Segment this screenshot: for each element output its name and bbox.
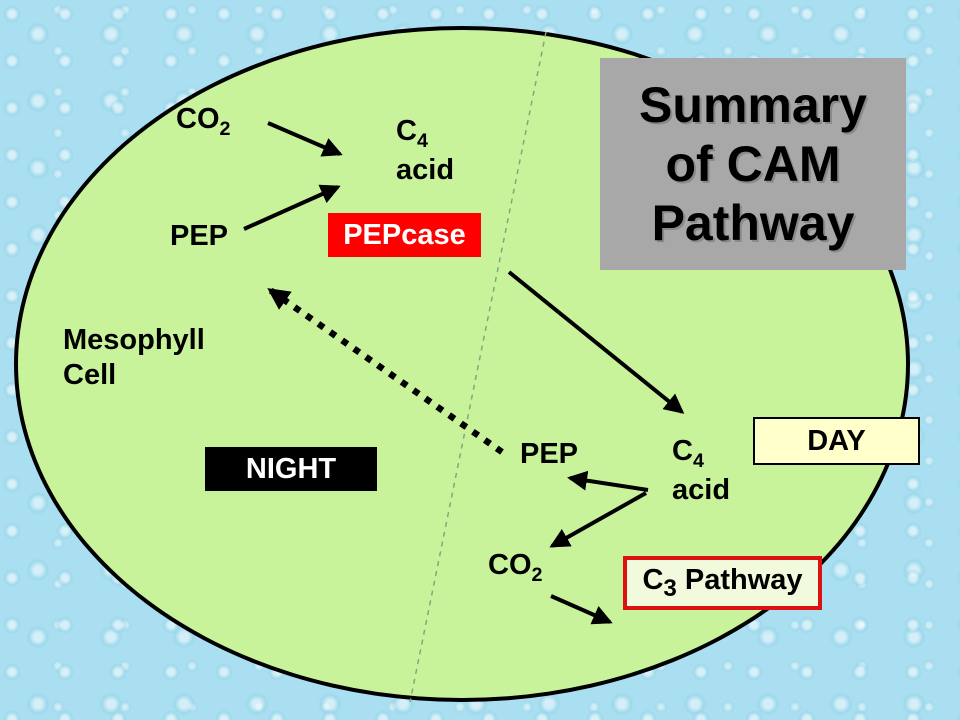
pep-label-day: PEP xyxy=(520,438,579,470)
day-phase-box: DAY xyxy=(753,417,920,465)
arrow-divider-to-c4acid-day xyxy=(507,270,685,414)
arrow-co2-to-c3pathway xyxy=(550,594,613,625)
co2-label-day: CO2 xyxy=(488,549,543,586)
slide-title-line-2: of CAM xyxy=(665,135,841,192)
c3-pathway-box: C3 Pathway xyxy=(623,556,822,610)
slide-title-box: Summary of CAM Pathway xyxy=(600,58,906,270)
night-day-divider-line xyxy=(409,31,547,703)
arrow-pep-to-c4acid-night xyxy=(243,184,341,231)
arrow-c4acid-to-pep-day xyxy=(567,470,649,492)
slide-title-line-1: Summary xyxy=(639,76,867,133)
pepcase-enzyme-box: PEPcase xyxy=(328,213,481,257)
mesophyll-cell-label: Mesophyll Cell xyxy=(63,324,205,392)
co2-label-night: CO2 xyxy=(176,103,231,140)
c4-acid-label-night: C4 acid xyxy=(396,115,455,186)
pep-label-night: PEP xyxy=(170,220,229,252)
c4-acid-label-day: C4 acid xyxy=(672,435,731,506)
night-phase-box: NIGHT xyxy=(205,447,377,491)
arrow-c4acid-to-co2-day xyxy=(549,491,647,548)
slide-title-line-3: Pathway xyxy=(651,194,855,251)
arrow-pep-regeneration-dashed xyxy=(267,287,504,455)
arrow-co2-to-c4acid-night xyxy=(267,121,343,157)
